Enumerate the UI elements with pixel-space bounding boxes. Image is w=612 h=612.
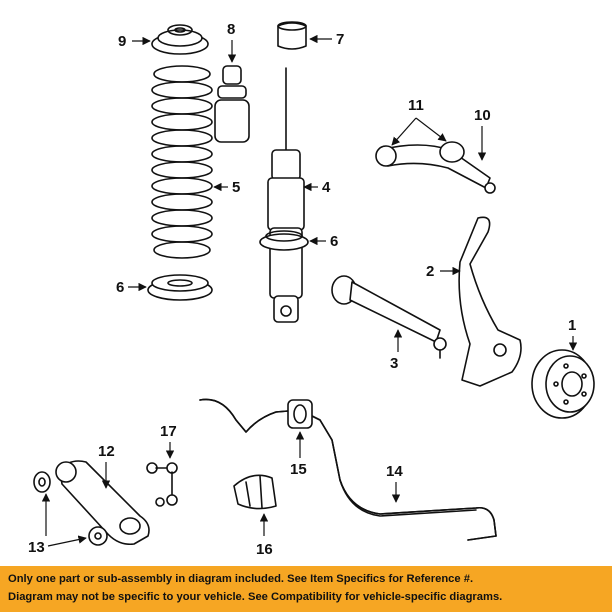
part-2-knuckle <box>458 216 522 387</box>
part-1-wheel-hub <box>531 349 595 419</box>
part-17-stabilizer-link <box>146 462 178 507</box>
callout-9: 9 <box>118 33 126 50</box>
part-16-bushing-clamp <box>233 474 277 510</box>
callout-6-upper: 6 <box>330 233 338 250</box>
callout-8: 8 <box>227 21 235 38</box>
callout-14: 14 <box>386 463 403 480</box>
callout-10: 10 <box>474 107 491 124</box>
part-6-lower-spring-seat <box>147 274 213 301</box>
callout-1: 1 <box>568 317 576 334</box>
disclaimer-line-2: Diagram may not be specific to your vehi… <box>8 591 503 603</box>
callout-12: 12 <box>98 443 115 460</box>
callout-13: 13 <box>28 539 45 556</box>
callout-16: 16 <box>256 541 273 558</box>
part-13-bushings <box>33 471 108 546</box>
disclaimer-line-1: Only one part or sub-assembly in diagram… <box>8 573 474 585</box>
callout-15: 15 <box>290 461 307 478</box>
callout-17: 17 <box>160 423 177 440</box>
part-7-top-bushing <box>277 21 307 50</box>
callout-4: 4 <box>322 179 331 196</box>
callout-6-lower: 6 <box>116 279 124 296</box>
part-6-strut-seat <box>259 230 309 251</box>
disclaimer-banner: Only one part or sub-assembly in diagram… <box>0 566 612 612</box>
callout-2: 2 <box>426 263 434 280</box>
part-15-stabilizer-bushing <box>287 399 313 429</box>
part-8-bump-stop <box>214 65 250 143</box>
part-12-lower-control-arm <box>55 460 150 546</box>
callout-3: 3 <box>390 355 398 372</box>
callout-5: 5 <box>232 179 240 196</box>
part-3-tension-strut <box>331 275 447 359</box>
suspension-diagram: 9 8 7 5 6 <box>28 21 595 558</box>
part-14-stabilizer-bar <box>199 398 497 541</box>
part-9-spring-mount <box>151 24 209 55</box>
callout-11: 11 <box>408 97 424 114</box>
part-10-upper-control-arm <box>375 141 496 194</box>
part-5-coil-spring <box>151 65 213 259</box>
part-4-strut <box>267 67 305 323</box>
callout-7: 7 <box>336 31 344 48</box>
